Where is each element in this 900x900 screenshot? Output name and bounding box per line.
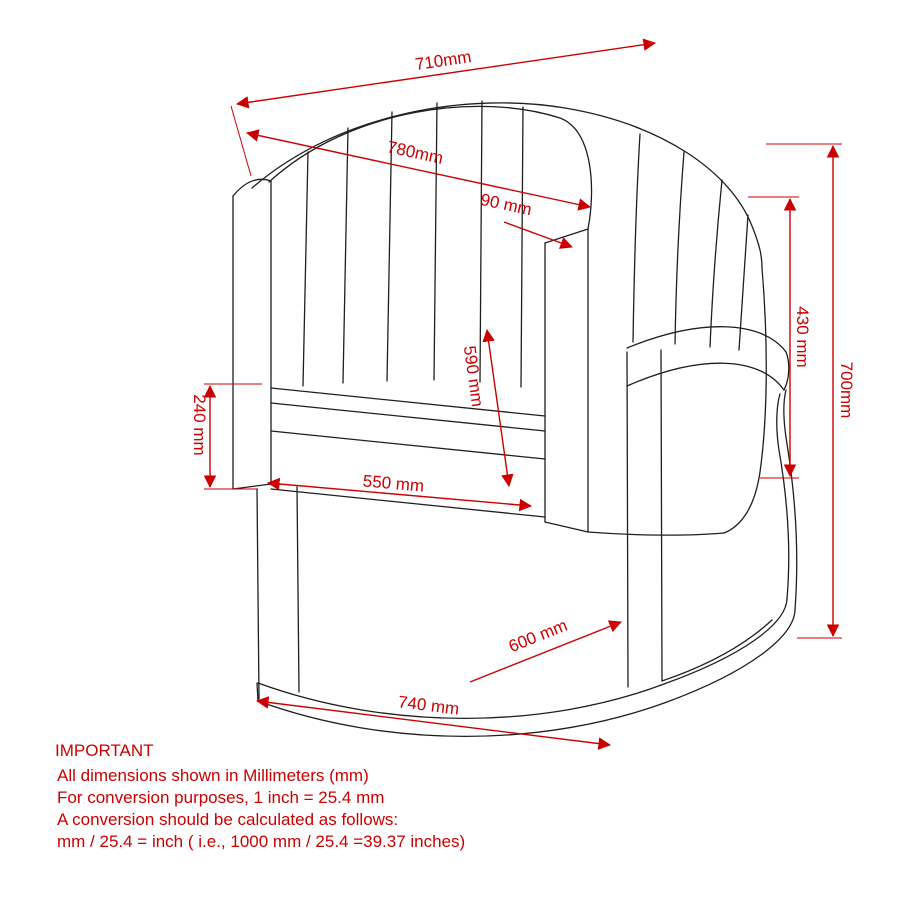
- dimension-430mm: 430 mm: [748, 196, 812, 479]
- notes-line-1: All dimensions shown in Millimeters (mm): [57, 766, 369, 785]
- dimension-line-740: [255, 696, 612, 750]
- chair-base-ring-left-cap: [256, 682, 259, 702]
- notes-block: IMPORTANT All dimensions shown in Millim…: [55, 740, 465, 853]
- chair-base-inner-detail: [661, 619, 773, 682]
- chair-seat-piping: [270, 402, 546, 432]
- dimension-leader-90: [503, 221, 573, 249]
- chair-back-outer-rim: [251, 102, 763, 269]
- dimension-leader-600: [469, 620, 622, 683]
- chair-channel-line: [709, 179, 723, 348]
- dimension-line-590: [482, 329, 514, 487]
- dimension-label-240: 240 mm: [190, 394, 209, 455]
- chair-base-right-upright-inner: [776, 393, 790, 600]
- dimension-label-710: 710mm: [414, 47, 473, 74]
- dimension-line-550: [266, 477, 533, 512]
- dimension-label-590: 590 mm: [460, 345, 487, 408]
- dimension-700mm: 700mm: [766, 143, 856, 639]
- chair-channel-line: [632, 133, 641, 343]
- chair-channel-line: [674, 151, 685, 345]
- chair-shell-bottom-right: [587, 531, 725, 536]
- chair-illustration: [232, 100, 798, 737]
- notes-line-4: mm / 25.4 = inch ( i.e., 1000 mm / 25.4 …: [57, 832, 466, 851]
- dimension-240mm: 240 mm: [190, 383, 262, 490]
- dimension-label-600: 600 mm: [506, 616, 570, 656]
- notes-line-2: For conversion purposes, 1 inch = 25.4 m…: [57, 788, 385, 807]
- chair-channel-line: [433, 102, 438, 381]
- dimension-label-90: 90 mm: [479, 190, 534, 219]
- dimension-740mm: 740 mm: [255, 692, 612, 750]
- chair-right-support-right: [660, 349, 663, 682]
- chair-left-arm-bottom: [232, 483, 272, 490]
- dimension-line-710: [236, 38, 656, 109]
- dimension-label-700: 700mm: [837, 362, 856, 419]
- chair-channel-line: [479, 100, 483, 383]
- chair-right-support-left: [626, 351, 629, 688]
- chair-base-ring-outer: [257, 609, 796, 737]
- chair-back-inner-rim: [268, 105, 593, 230]
- dimension-600mm: 600 mm: [469, 616, 622, 683]
- dimension-label-430: 430 mm: [793, 306, 812, 367]
- chair-channel-line: [520, 106, 524, 388]
- chair-rim-front-edge-top: [544, 228, 589, 244]
- chair-left-leg-inner: [296, 486, 300, 693]
- dimension-780mm: 780mm: [246, 129, 591, 211]
- dimension-550mm: 550 mm: [266, 471, 533, 512]
- chair-base-ring-inner: [257, 598, 788, 719]
- chair-back-band-bottom: [626, 362, 785, 391]
- chair-rim-front-edge-bottom: [544, 521, 589, 533]
- chair-back-band-top: [626, 326, 787, 353]
- notes-title: IMPORTANT: [55, 741, 154, 760]
- chair-seat-top-edge: [270, 387, 546, 417]
- dimension-line-780: [246, 129, 591, 211]
- chair-left-leg-outer: [256, 488, 260, 700]
- chair-shell-right-side: [723, 267, 767, 534]
- chair-channel-line: [738, 214, 749, 351]
- chair-channel-line: [302, 151, 309, 387]
- dimension-extension-710: [230, 105, 252, 177]
- dimension-label-740: 740 mm: [397, 692, 460, 718]
- notes-line-3: A conversion should be calculated as fol…: [57, 810, 399, 829]
- chair-channel-line: [342, 127, 349, 384]
- chair-back-band-cap: [783, 351, 790, 391]
